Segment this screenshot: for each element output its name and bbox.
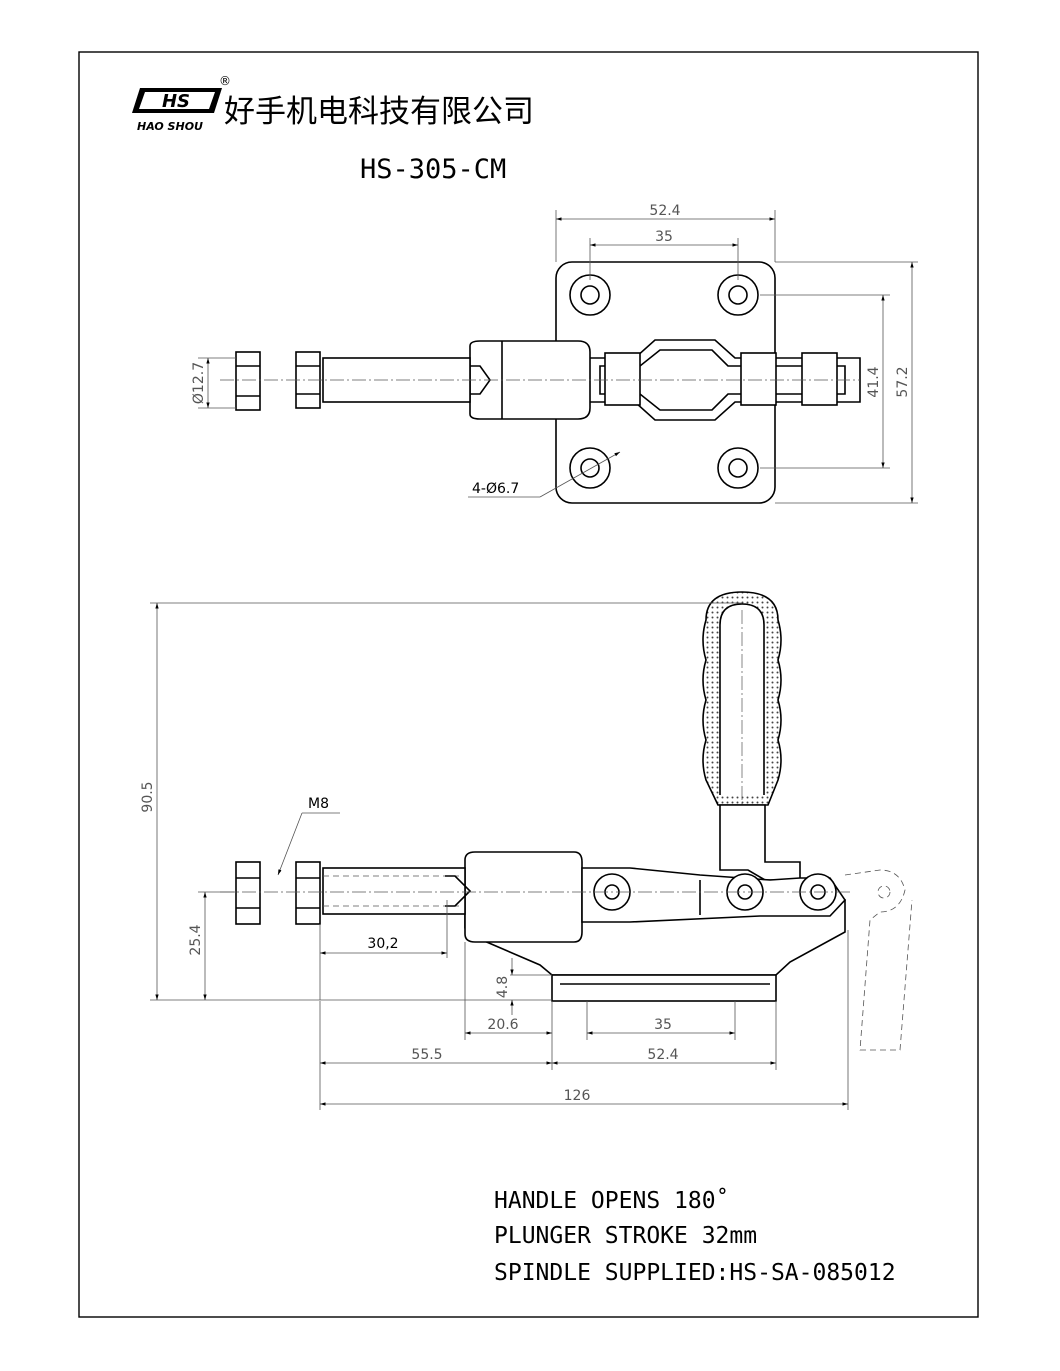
spec-notes: HANDLE OPENS 180˚ PLUNGER STROKE 32mm SP… [494, 1187, 896, 1286]
drawing-frame [78, 51, 979, 1318]
company-name: 好手机电科技有限公司 [224, 94, 534, 130]
handle-open-phantom [844, 869, 913, 1051]
dim-plunger-dia: Ø12.7 [191, 362, 207, 404]
dim-hole-spacing-x: 35 [655, 229, 673, 245]
dim-overall-length: 126 [564, 1088, 591, 1104]
logo-subtitle: HAO SHOU [137, 120, 203, 133]
dim-base-height: 57.2 [895, 366, 911, 397]
base-plate-side [551, 974, 777, 1002]
dim-base-width: 52.4 [649, 203, 680, 219]
note-plunger-stroke: PLUNGER STROKE 32mm [494, 1223, 757, 1249]
dim-hole-spacing: 35 [654, 1017, 672, 1033]
plunger-housing-side [464, 851, 583, 943]
dim-overall-height: 90.5 [140, 781, 156, 812]
logo-mark: HS [162, 91, 190, 112]
dim-plunger-reach: 55.5 [411, 1047, 442, 1063]
hex-head [235, 351, 261, 411]
logo-registered: ® [219, 74, 231, 88]
dim-thread: M8 [308, 796, 329, 812]
model-number: HS-305-CM [360, 154, 506, 185]
link-arm [581, 867, 847, 923]
dim-plunger-height: 25.4 [188, 924, 204, 955]
hex-head-side [235, 861, 261, 925]
handle-shaft [719, 804, 801, 881]
jam-nut-side [295, 861, 321, 925]
note-spindle-supplied: SPINDLE SUPPLIED:HS-SA-085012 [494, 1260, 896, 1286]
dim-base-length: 52.4 [647, 1047, 678, 1063]
company-logo: HS ® HAO SHOU [132, 74, 231, 133]
plunger-rod-side [322, 867, 466, 915]
dim-thread-length: 30,2 [367, 936, 398, 952]
note-handle-opens: HANDLE OPENS 180˚ [494, 1187, 729, 1214]
dim-base-thickness: 4.8 [495, 976, 511, 998]
dim-hole-spacing-y: 41.4 [866, 366, 882, 397]
dim-body-front: 20.6 [487, 1017, 518, 1033]
dim-holes: 4-Ø6.7 [472, 481, 519, 497]
top-view: 52.4 35 Ø12.7 41.4 57.2 4-Ø6.7 [191, 203, 918, 504]
side-view: M8 90.5 25.4 30,2 4.8 20.6 35 55.5 [140, 591, 913, 1110]
